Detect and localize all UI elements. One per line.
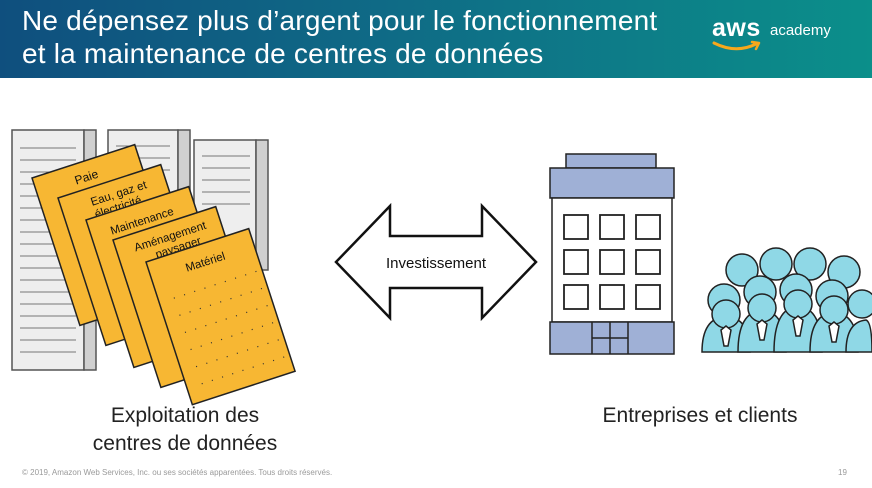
aws-smile-icon bbox=[712, 40, 761, 51]
academy-wordmark: academy bbox=[770, 22, 831, 39]
caption-left-line-2: centres de données bbox=[92, 432, 278, 455]
illustration: Paie Eau, gaz et électricité Maintenance… bbox=[11, 129, 872, 406]
document-materiel: Matériel · · · · · · · · · · · · · · · ·… bbox=[145, 227, 297, 406]
double-arrow-icon: Investissement bbox=[334, 202, 538, 322]
aws-wordmark: aws bbox=[712, 14, 761, 42]
arrow-label: Investissement bbox=[386, 255, 487, 272]
office-building-icon bbox=[549, 153, 675, 355]
caption-right: Entreprises et clients bbox=[602, 404, 798, 427]
slide-title: Ne dépensez plus d’argent pour le foncti… bbox=[22, 4, 702, 70]
document-stack: Paie Eau, gaz et électricité Maintenance… bbox=[31, 143, 297, 406]
slide-title-line-2: et la maintenance de centres de données bbox=[22, 38, 544, 69]
title-banner: Ne dépensez plus d’argent pour le foncti… bbox=[0, 0, 872, 78]
page-number: 19 bbox=[838, 468, 847, 477]
people-group-icon bbox=[701, 247, 872, 353]
aws-academy-logo: aws academy bbox=[712, 14, 862, 54]
caption-left: Exploitation des centres de données bbox=[80, 402, 290, 458]
copyright-footer: © 2019, Amazon Web Services, Inc. ou ses… bbox=[22, 468, 333, 477]
slide-title-line-1: Ne dépensez plus d’argent pour le foncti… bbox=[22, 5, 658, 36]
caption-left-line-1: Exploitation des bbox=[110, 404, 260, 427]
